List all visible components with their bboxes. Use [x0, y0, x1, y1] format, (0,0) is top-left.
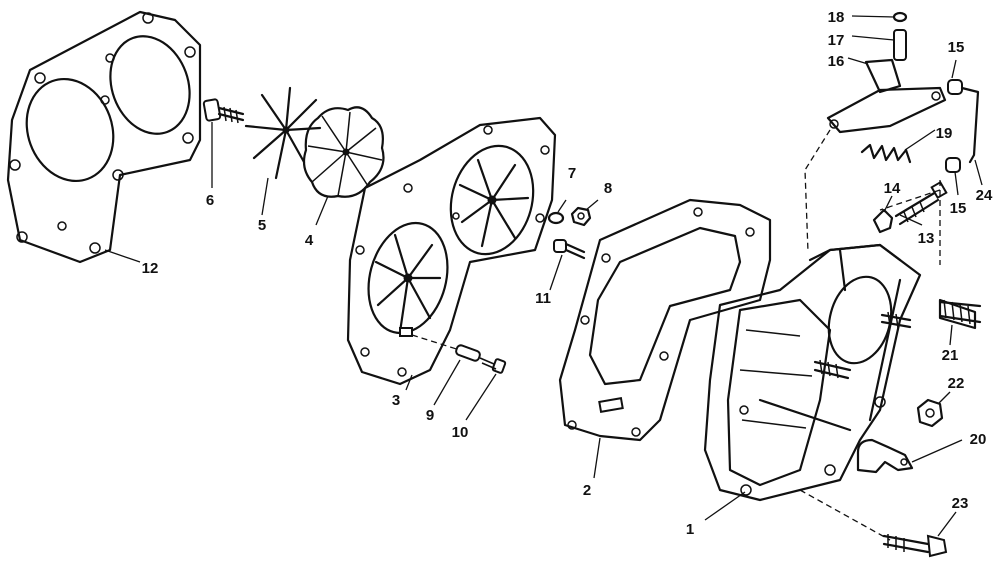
link-rod-24	[960, 86, 980, 164]
callout-24: 24	[976, 187, 993, 204]
pin-9	[411, 334, 481, 362]
callout-12: 12	[142, 260, 159, 277]
callout-6: 6	[206, 192, 214, 209]
callout-8: 8	[604, 180, 612, 197]
washer-7	[547, 211, 565, 225]
callout-18: 18	[828, 9, 845, 26]
adjust-screw-13	[894, 180, 948, 226]
gasket-2	[558, 198, 772, 442]
callout-19: 19	[936, 125, 953, 142]
leader-lines	[104, 15, 983, 537]
callout-15-lower: 15	[950, 200, 967, 217]
lever-16	[826, 58, 947, 134]
callout-23: 23	[952, 495, 969, 512]
cap-18	[892, 11, 908, 23]
callout-14: 14	[884, 180, 901, 197]
callout-labels: 1 2 3 4 5 6 7 8 9 10 11 12 13 14 15 15 1…	[142, 9, 993, 538]
spring-19	[860, 143, 912, 164]
callout-7: 7	[568, 165, 576, 182]
screw-10	[479, 357, 507, 374]
valve-disc-4	[302, 106, 385, 198]
assembly-lines	[799, 129, 941, 541]
callout-16: 16	[828, 53, 845, 70]
bolt-23	[882, 534, 948, 558]
callout-2: 2	[583, 482, 591, 499]
gasket-12	[6, 10, 202, 264]
bolt-21	[938, 298, 982, 330]
nut-22	[916, 398, 944, 428]
bracket-20	[856, 438, 914, 474]
callout-17: 17	[828, 32, 845, 49]
callout-11: 11	[535, 290, 551, 307]
callout-5: 5	[258, 217, 266, 234]
callout-20: 20	[970, 431, 987, 448]
callout-22: 22	[948, 375, 965, 392]
cap-15-upper	[947, 79, 963, 95]
callout-10: 10	[452, 424, 469, 441]
screw-11	[553, 239, 586, 260]
screw-6	[202, 98, 245, 124]
callout-15-upper: 15	[948, 39, 965, 56]
callout-3: 3	[392, 392, 400, 409]
cap-15-lower	[945, 157, 961, 173]
callout-4: 4	[305, 232, 314, 249]
pin-17	[893, 29, 907, 61]
callout-13: 13	[918, 230, 935, 247]
plug-14	[872, 208, 894, 234]
valve-plate-3	[346, 116, 557, 386]
nut-8	[570, 206, 592, 227]
callout-9: 9	[426, 407, 434, 424]
callout-1: 1	[686, 521, 694, 538]
pump-housing-1	[703, 243, 922, 502]
valve-spider-5	[244, 86, 322, 180]
callout-21: 21	[942, 347, 959, 364]
